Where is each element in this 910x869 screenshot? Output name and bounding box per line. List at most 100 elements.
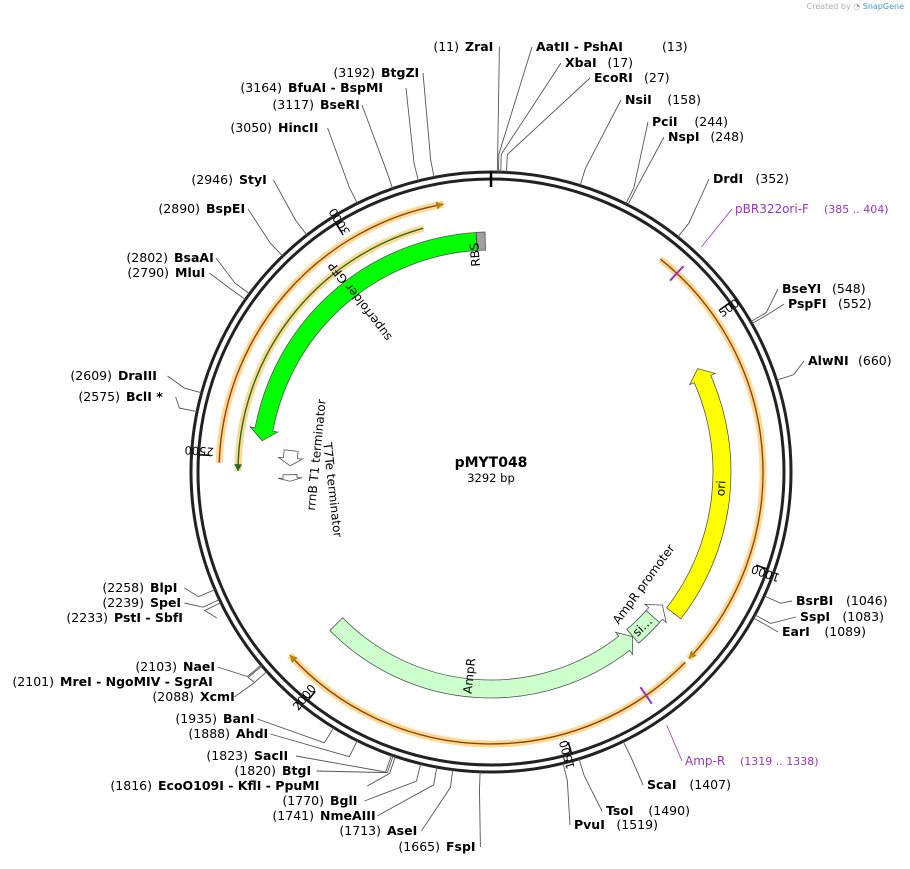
primer-range: (385 .. 404) [824, 203, 889, 216]
enzyme-position: (1935) [175, 711, 217, 726]
enzyme-label: AatII - PshAI [536, 39, 623, 54]
feature-signal-sequence [626, 610, 661, 644]
enzyme-leader [234, 671, 268, 698]
enzyme-position: (1713) [339, 823, 381, 838]
feature-t7te-terminator [277, 474, 303, 482]
enzyme-leader [405, 87, 419, 182]
enzyme-label: SacII [254, 748, 288, 763]
enzyme-leader [257, 718, 335, 744]
plasmid-length: 3292 bp [467, 471, 515, 485]
enzyme-position: (2790) [127, 265, 169, 280]
primer-leader [701, 208, 733, 248]
enzyme-position: (1823) [206, 748, 248, 763]
highlight-band [215, 200, 445, 463]
enzyme-leader [578, 758, 603, 812]
enzyme-leader [376, 767, 438, 817]
enzyme-labels: ZraI(11)AatII - PshAI(13)XbaI(17)EcoRI(2… [12, 39, 891, 854]
enzyme-label: BspEI [206, 201, 245, 216]
credit-text: Created by [806, 2, 851, 11]
enzyme-position: (2103) [135, 659, 177, 674]
feature-label: AmpR [461, 657, 479, 694]
enzyme-position: (3050) [230, 120, 272, 135]
enzyme-leader [496, 46, 500, 173]
highlight-arrowhead [435, 201, 444, 210]
enzyme-label: NmeAIII [320, 808, 376, 823]
enzyme-position: (3192) [333, 65, 375, 80]
highlight-arrowhead [289, 655, 298, 664]
feature-label: ori [713, 480, 728, 497]
enzyme-label: FspI [446, 839, 476, 854]
enzyme-label: XbaI [565, 55, 597, 70]
enzyme-leader [215, 257, 250, 295]
enzyme-label: DraIII [118, 368, 157, 383]
enzyme-position: (1407) [689, 777, 731, 792]
tick-label: 3000 [326, 206, 353, 238]
enzyme-position: (1089) [824, 624, 866, 639]
plasmid-name: pMYT048 [455, 455, 528, 471]
feature-ori [666, 368, 732, 620]
highlight-arc [218, 203, 444, 463]
enzyme-position: (17) [607, 55, 633, 70]
enzyme-position: (2890) [158, 201, 200, 216]
enzyme-position: (2258) [102, 580, 144, 595]
enzyme-leader [677, 178, 710, 238]
tick-mark [335, 222, 344, 234]
enzyme-position: (1519) [616, 817, 658, 832]
enzyme-label: SpeI [150, 595, 181, 610]
enzyme-position: (1770) [282, 793, 324, 808]
enzyme-position: (11) [433, 39, 459, 54]
enzyme-position: (2946) [191, 172, 233, 187]
tick-label: 1500 [556, 739, 578, 771]
highlight-arc [289, 654, 686, 745]
enzyme-position: (2239) [102, 595, 144, 610]
enzyme-position: (2101) [12, 674, 54, 689]
enzyme-label: SspI [800, 609, 830, 624]
enzyme-label: BanI [223, 711, 255, 726]
enzyme-position: (27) [644, 70, 670, 85]
enzyme-label: BtgI [282, 763, 311, 778]
enzyme-leader [622, 741, 644, 786]
enzyme-position: (1820) [234, 763, 276, 778]
enzyme-label: BsrBI [796, 593, 833, 608]
enzyme-leader [751, 303, 785, 325]
enzyme-label: NspI [668, 129, 700, 144]
enzyme-leader [562, 763, 571, 826]
enzyme-label: AhdI [236, 726, 268, 741]
enzyme-leader [625, 121, 649, 205]
enzyme-position: (2088) [152, 689, 194, 704]
primer-label: pBR322ori-F [735, 202, 809, 216]
enzyme-label: BglI [330, 793, 357, 808]
enzyme-position: (13) [662, 39, 688, 54]
enzyme-label: XcmI [200, 689, 235, 704]
enzyme-label: DrdI [713, 171, 743, 186]
enzyme-leader [776, 360, 805, 381]
enzyme-leader [247, 208, 284, 257]
feature-label: RBS [467, 242, 483, 267]
enzyme-position: (3117) [272, 97, 314, 112]
enzyme-position: (660) [858, 353, 892, 368]
enzyme-label: AseI [387, 823, 417, 838]
enzyme-leader [209, 272, 246, 300]
enzyme-leader [754, 614, 797, 624]
enzyme-label: StyI [239, 172, 267, 187]
enzyme-leader [752, 617, 779, 633]
enzyme-leader [270, 733, 358, 758]
primer-label: Amp-R [685, 754, 725, 768]
enzyme-leader [175, 396, 198, 413]
highlight-arrowhead [688, 650, 697, 659]
enzyme-label: ScaI [647, 777, 677, 792]
enzyme-label: PspFI [788, 296, 827, 311]
enzyme-leader [750, 288, 779, 323]
enzyme-leader [295, 754, 392, 773]
primer-range: (1319 .. 1338) [740, 755, 819, 768]
enzyme-label: MreI - NgoMIV - SgrAI [60, 674, 213, 689]
enzyme-leader [316, 755, 394, 774]
enzyme-label: NaeI [183, 659, 215, 674]
enzyme-label: BseRI [320, 97, 360, 112]
enzyme-label: NsiI [625, 92, 652, 107]
tick-mark [755, 564, 768, 570]
primer-annotations: pBR322ori-F (385 .. 404) Amp-R (1319 .. 133… [639, 202, 889, 768]
enzyme-leader [364, 763, 422, 802]
enzyme-leader [422, 72, 435, 178]
